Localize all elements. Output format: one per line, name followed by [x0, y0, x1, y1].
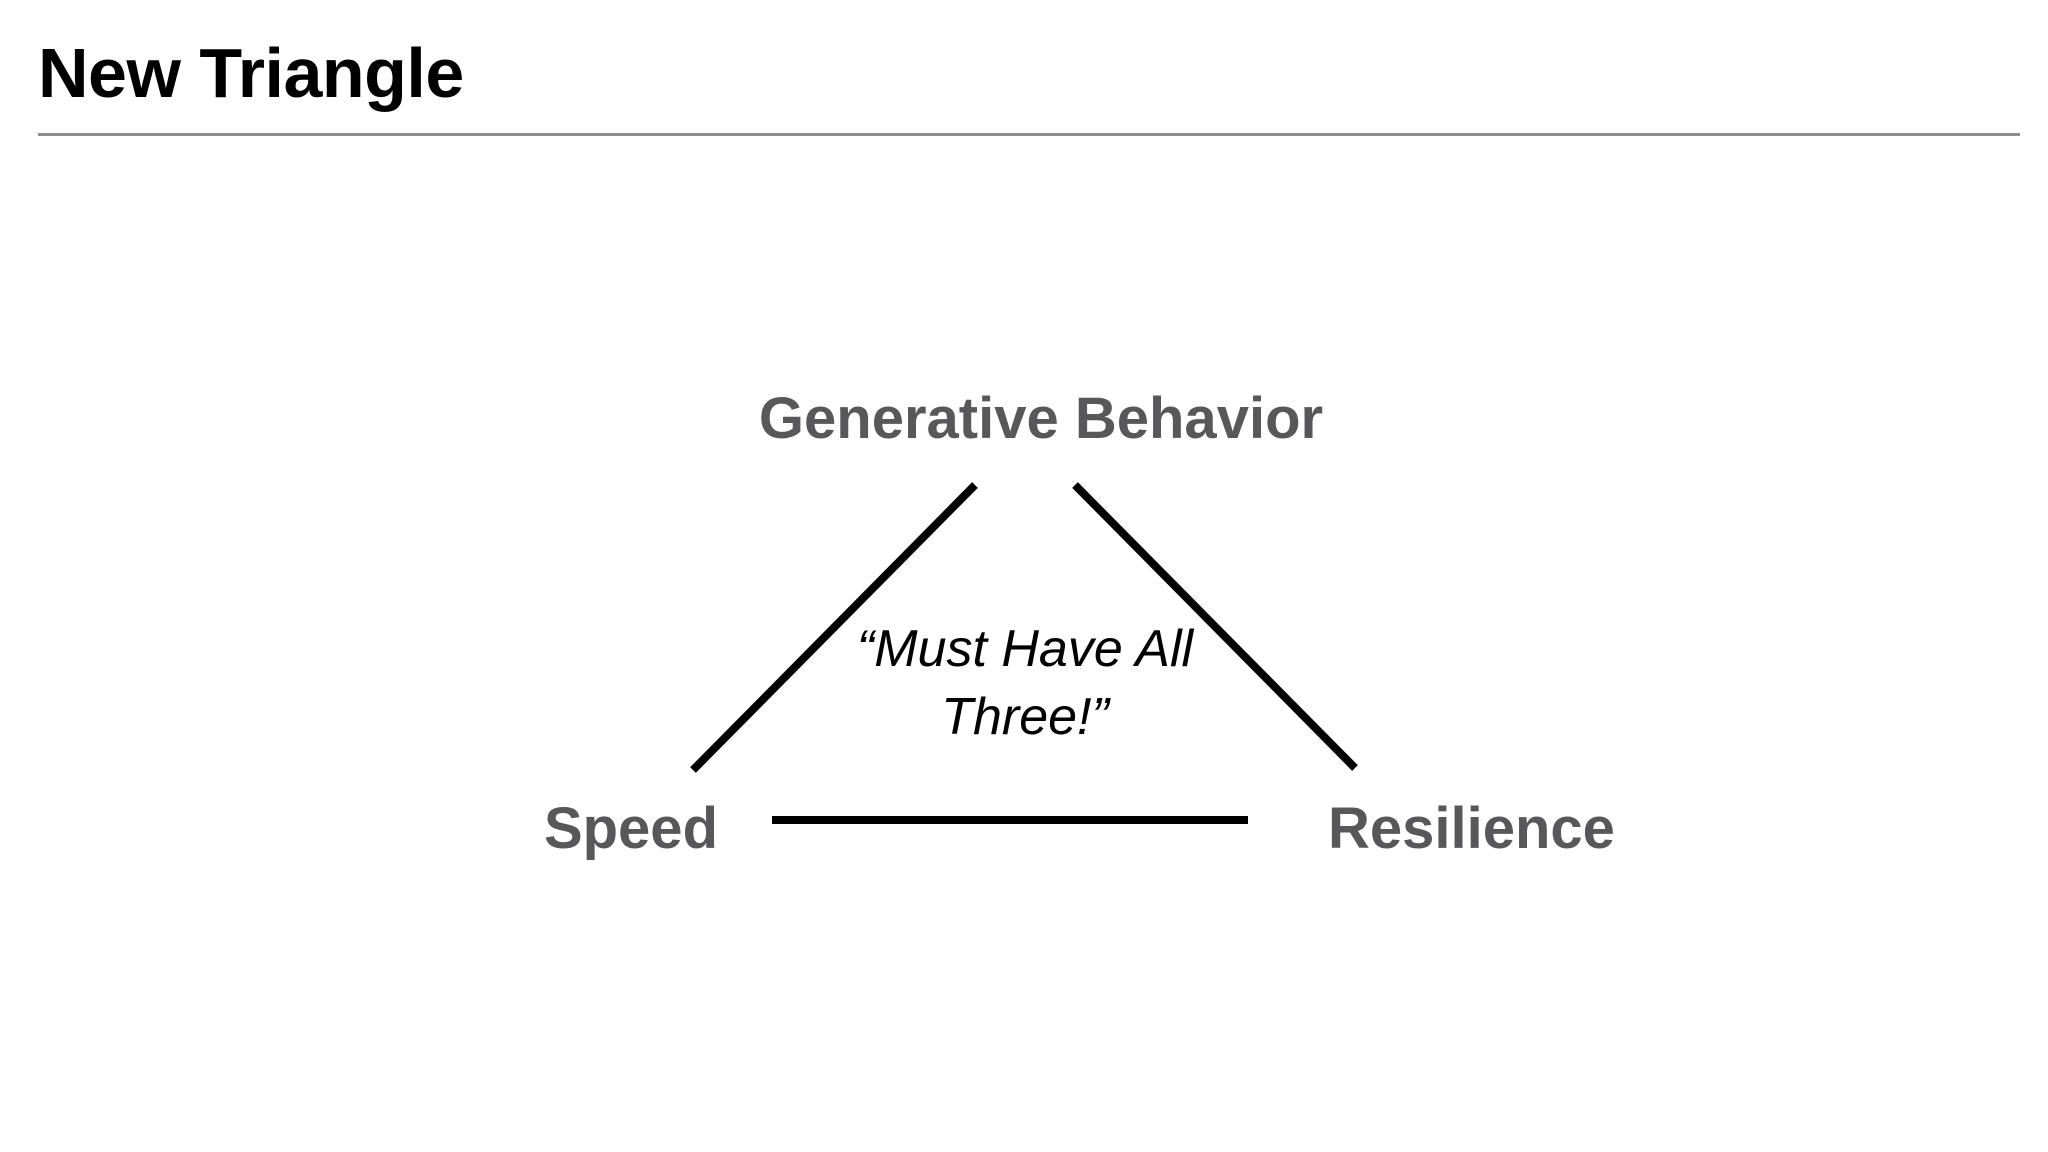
caption-line-1: “Must Have All: [856, 620, 1194, 678]
triangle-center-caption: “Must Have All Three!”: [775, 615, 1275, 751]
caption-line-2: Three!”: [941, 688, 1109, 746]
title-divider: [38, 133, 2020, 136]
page-title: New Triangle: [38, 34, 464, 112]
vertex-label-generative-behavior: Generative Behavior: [758, 386, 1324, 451]
vertex-label-speed: Speed: [543, 796, 718, 861]
vertex-label-resilience: Resilience: [1328, 796, 1615, 861]
